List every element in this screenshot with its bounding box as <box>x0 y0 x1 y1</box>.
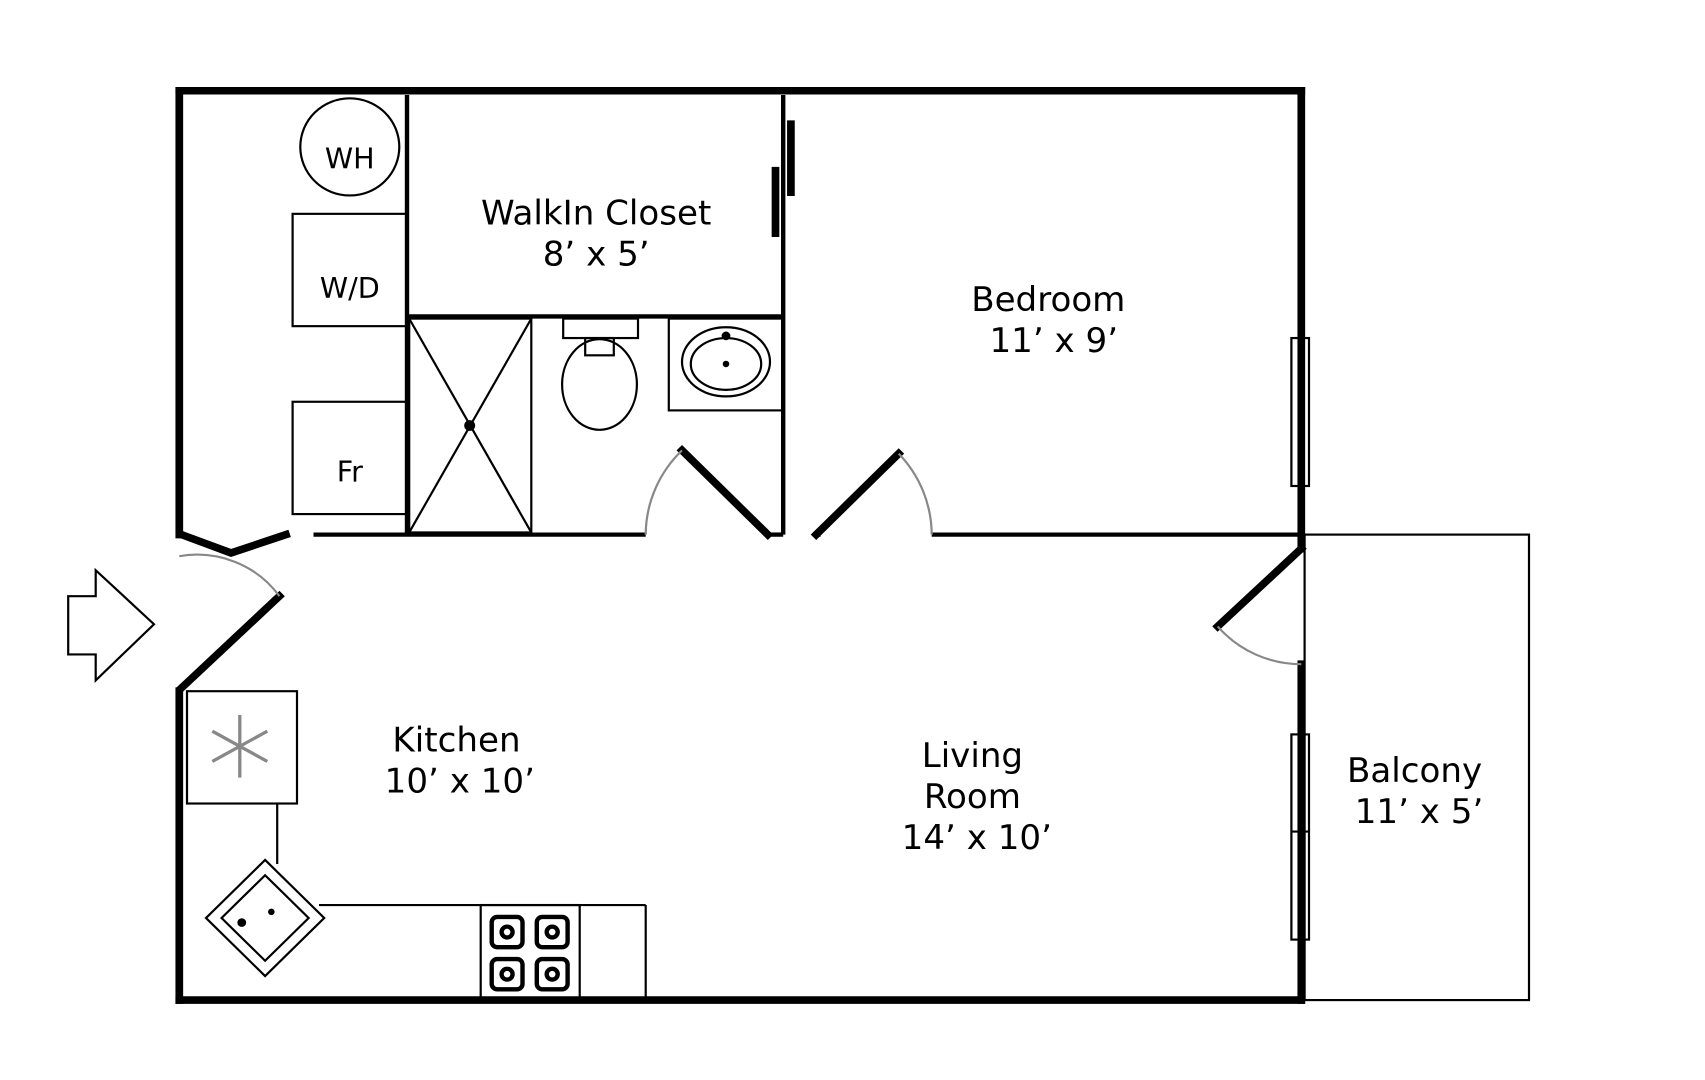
water-heater-label: WH <box>325 143 375 176</box>
balcony-name: Balcony <box>1347 751 1482 790</box>
interior-walls <box>313 95 1302 537</box>
stove-icon <box>479 903 581 999</box>
shower <box>408 317 533 534</box>
sink-icon <box>667 317 785 412</box>
kitchen-sink <box>204 858 326 978</box>
snowflake-icon <box>211 714 269 778</box>
living-room-name-2: Room <box>924 777 1021 816</box>
furnace-label: Fr <box>337 456 363 489</box>
water-heater <box>299 97 401 197</box>
kitchen-name: Kitchen <box>392 721 520 760</box>
entry-arrow-icon <box>67 567 156 683</box>
living-room-name-1: Living <box>922 736 1023 775</box>
washer-dryer <box>291 212 409 328</box>
closet-name: WalkIn Closet <box>481 194 711 233</box>
toilet-icon <box>561 317 640 431</box>
balcony-size: 11’ x 5’ <box>1355 792 1484 831</box>
outer-walls <box>175 86 1306 1004</box>
closet-size: 8’ x 5’ <box>543 235 650 274</box>
balcony-outline <box>1303 533 1531 1002</box>
doors <box>176 445 1307 694</box>
furnace <box>291 400 409 516</box>
washer-dryer-label: W/D <box>320 272 380 305</box>
windows <box>1290 336 1311 941</box>
kitchen-size: 10’ x 10’ <box>385 762 535 801</box>
bedroom-name: Bedroom <box>971 280 1125 319</box>
living-room-size: 14’ x 10’ <box>902 818 1052 857</box>
bedroom-size: 11’ x 9’ <box>989 321 1118 360</box>
